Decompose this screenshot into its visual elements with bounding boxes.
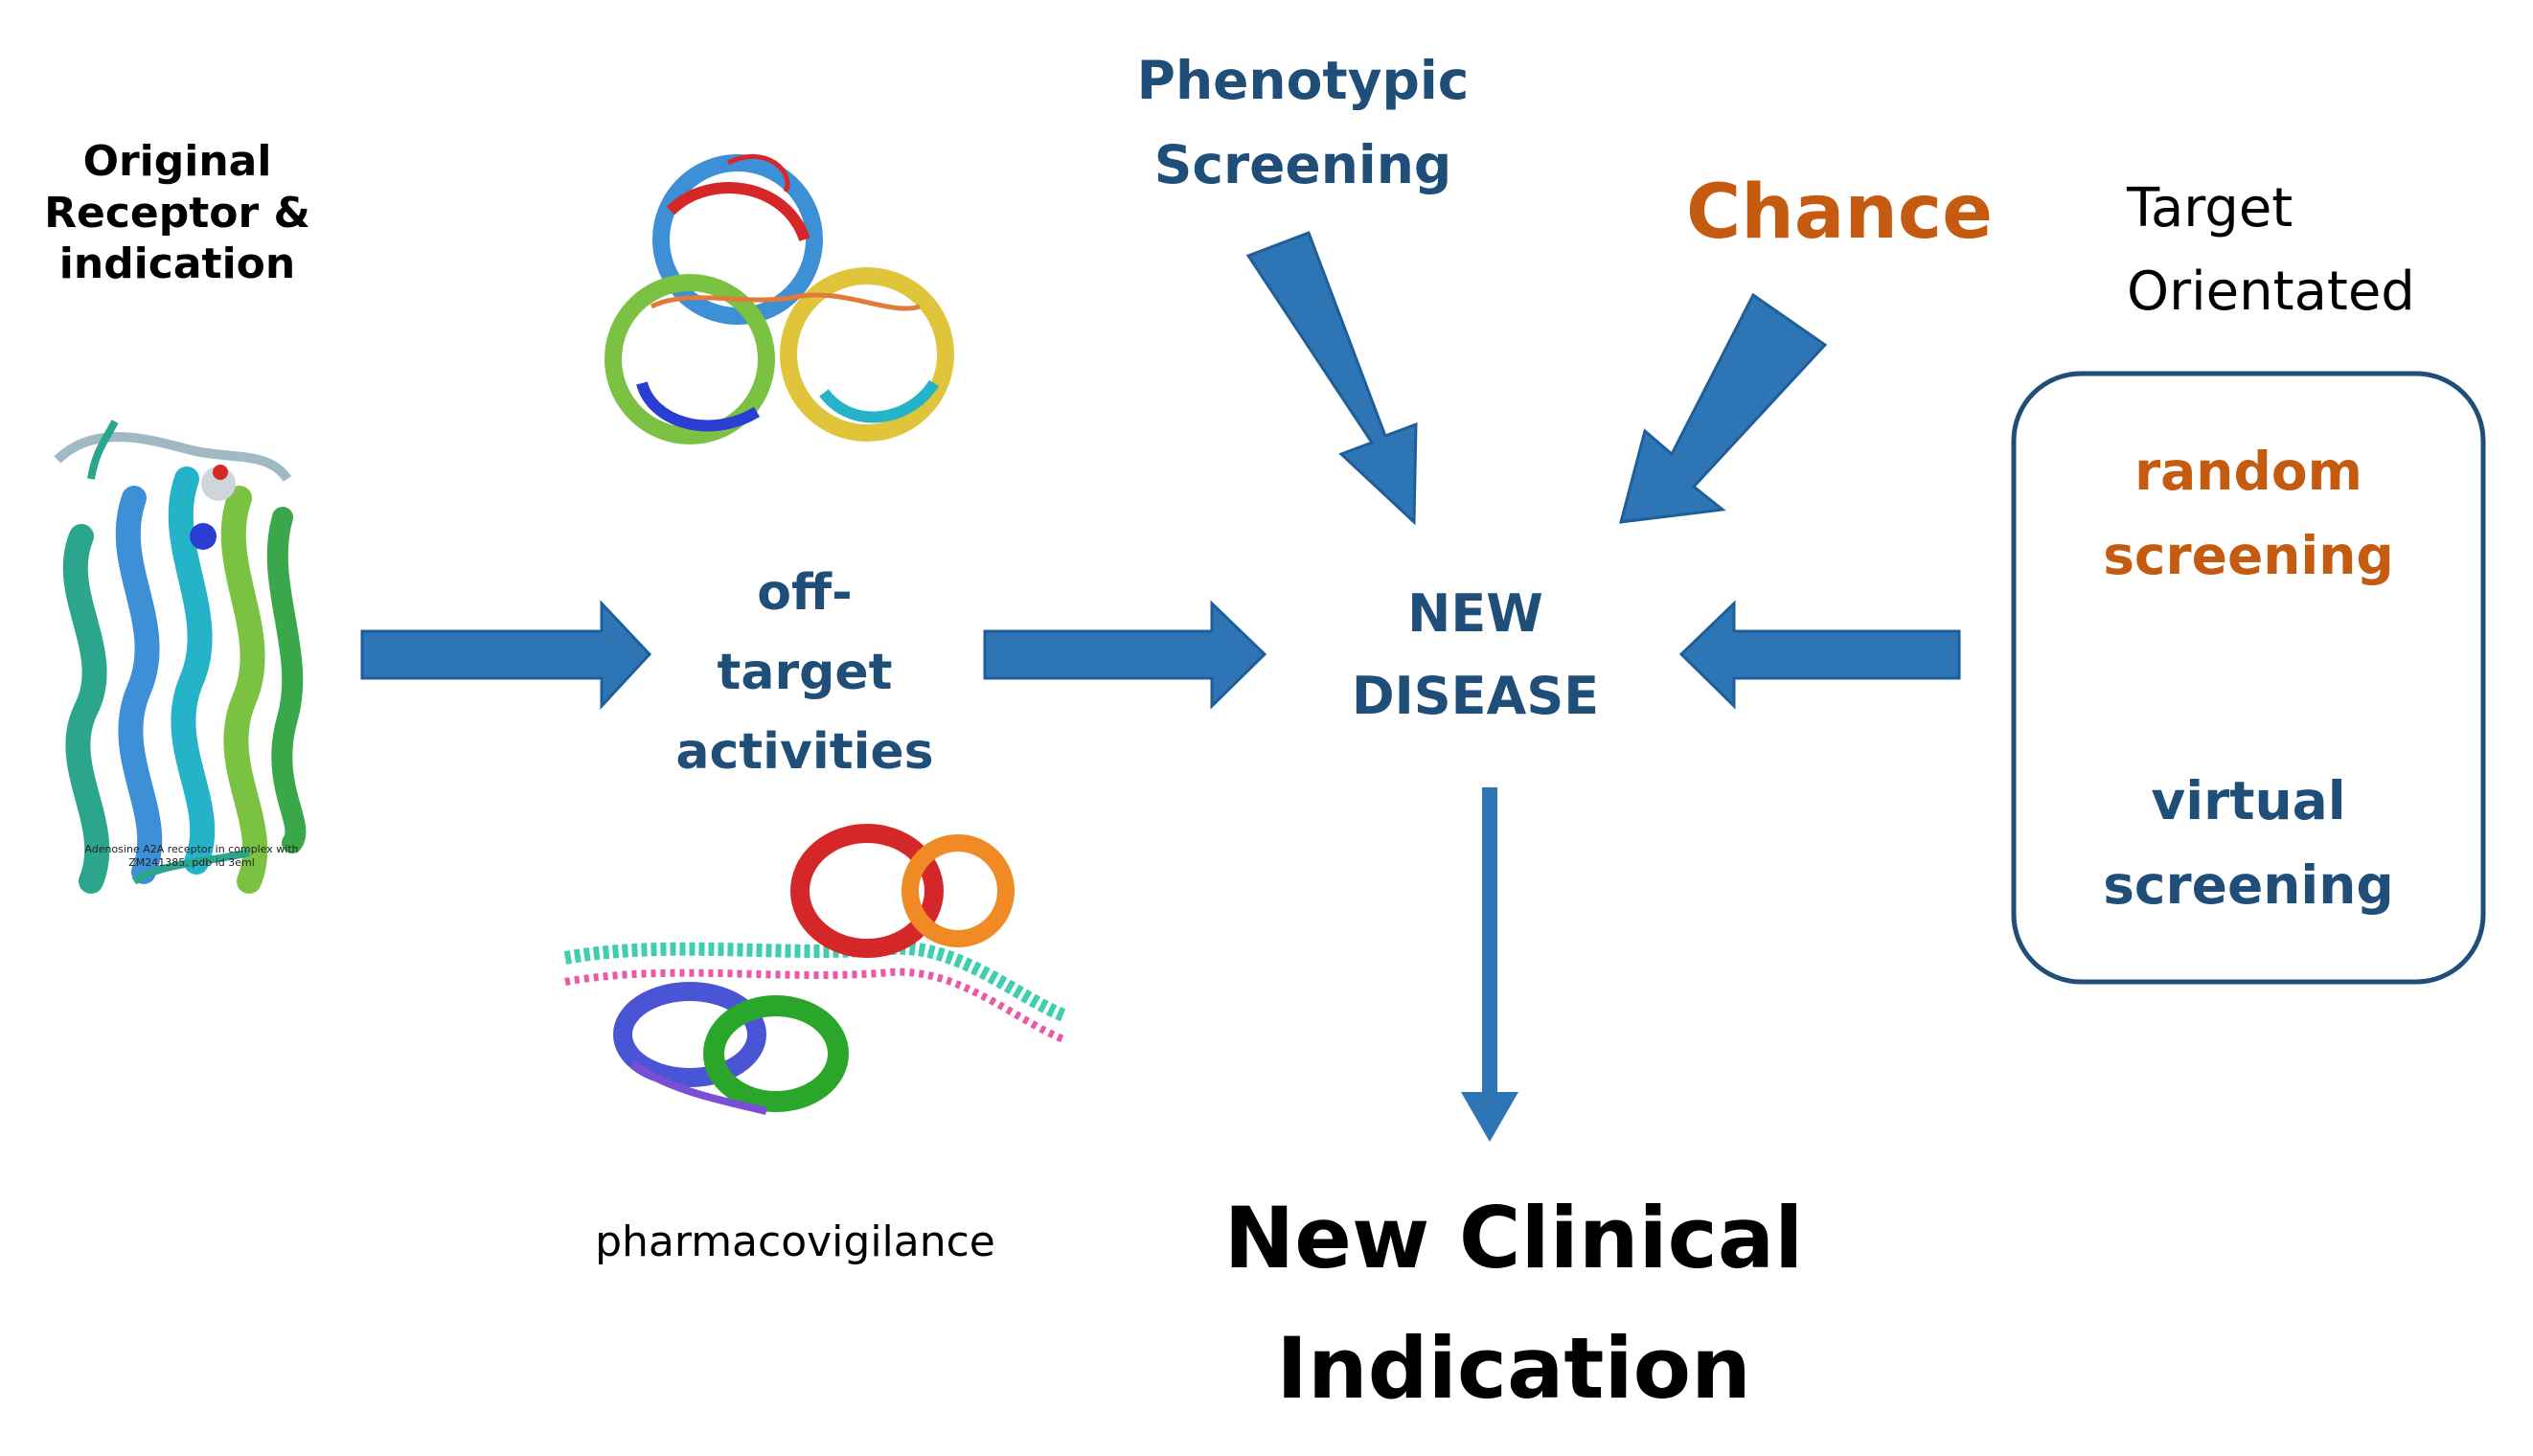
offtarget-line-3: activities — [675, 723, 934, 782]
virtual-screening-label: virtual screening — [2014, 759, 2483, 927]
offtarget-activities-label: off- target activities — [632, 554, 977, 793]
original-line-1: Original — [82, 137, 272, 186]
random-screening-label: random screening — [2014, 429, 2483, 598]
receptor-caption: Adenosine A2A receptor in complex with Z… — [48, 843, 335, 871]
original-line-2: Receptor & — [44, 188, 310, 238]
arrow-disease-to-clinical-shaft — [1482, 787, 1497, 1094]
target-orientated-label: Target Orientated — [2127, 168, 2510, 334]
screening-box — [2011, 371, 2486, 985]
original-receptor-label: Original Receptor & indication — [29, 136, 326, 290]
phenotypic-line-2: Screening — [1153, 134, 1452, 195]
original-line-3: indication — [58, 239, 296, 289]
receptor-structure-image — [54, 420, 307, 894]
arrow-chance-to-disease — [1618, 292, 1828, 524]
trimer-structure-image — [605, 154, 954, 444]
phenotypic-screening-label: Phenotypic Screening — [1035, 38, 1571, 207]
new-clinical-indication-label: New Clinical Indication — [1150, 1173, 1878, 1435]
arrow-disease-to-clinical-head — [1461, 1092, 1518, 1142]
arrow-target-to-disease — [1678, 600, 1961, 710]
phenotypic-line-1: Phenotypic — [1136, 50, 1470, 111]
offtarget-line-2: target — [717, 644, 893, 702]
pharmacovigilance-label: pharmacovigilance — [595, 1217, 995, 1266]
clinical-line-2: Indication — [1276, 1319, 1751, 1419]
arrow-receptor-to-offtarget — [360, 600, 652, 710]
virtual-line-1: virtual — [2151, 770, 2346, 831]
offtarget-line-1: off- — [757, 564, 853, 622]
target-line-2: Orientated — [2127, 260, 2415, 323]
chance-label: Chance — [1685, 170, 1994, 256]
random-line-2: screening — [2103, 525, 2394, 586]
virtual-line-2: screening — [2103, 854, 2394, 916]
random-line-1: random — [2134, 441, 2362, 502]
arrow-offtarget-to-disease — [983, 600, 1267, 710]
dna-complex-image — [563, 824, 1066, 1115]
new-disease-label: NEW DISEASE — [1303, 573, 1648, 739]
disease-line-1: NEW — [1407, 583, 1543, 644]
clinical-line-1: New Clinical — [1223, 1189, 1804, 1287]
target-line-1: Target — [2127, 177, 2293, 239]
disease-line-2: DISEASE — [1351, 666, 1600, 727]
receptor-caption-line-1: Adenosine A2A receptor in complex with — [84, 843, 299, 855]
arrow-phenotypic-to-disease — [1245, 231, 1418, 526]
receptor-caption-line-2: ZM241385. pdb id 3eml — [128, 856, 255, 870]
